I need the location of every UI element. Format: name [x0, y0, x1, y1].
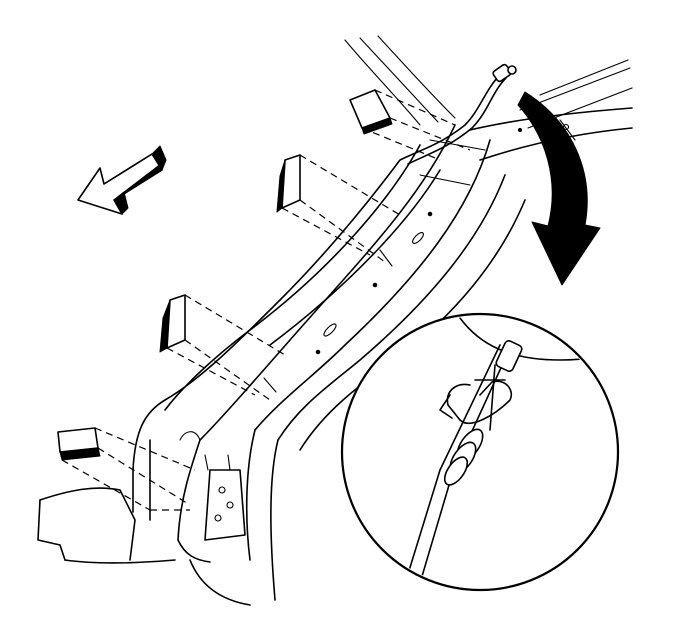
detail-callout-arrow-icon [517, 91, 601, 286]
roof-panel-lines [344, 35, 633, 161]
foam-pad-4 [57, 427, 196, 511]
cable-clip-detail [399, 317, 616, 588]
lower-body [37, 429, 279, 606]
direction-arrow-icon [77, 145, 167, 215]
foam-pad-3 [159, 294, 286, 401]
magnifier-detail-circle [340, 312, 620, 592]
foam-pad-1 [349, 89, 471, 161]
pillar-body [164, 124, 526, 451]
foam-pad-2 [276, 154, 401, 263]
cable-routing [132, 63, 517, 513]
